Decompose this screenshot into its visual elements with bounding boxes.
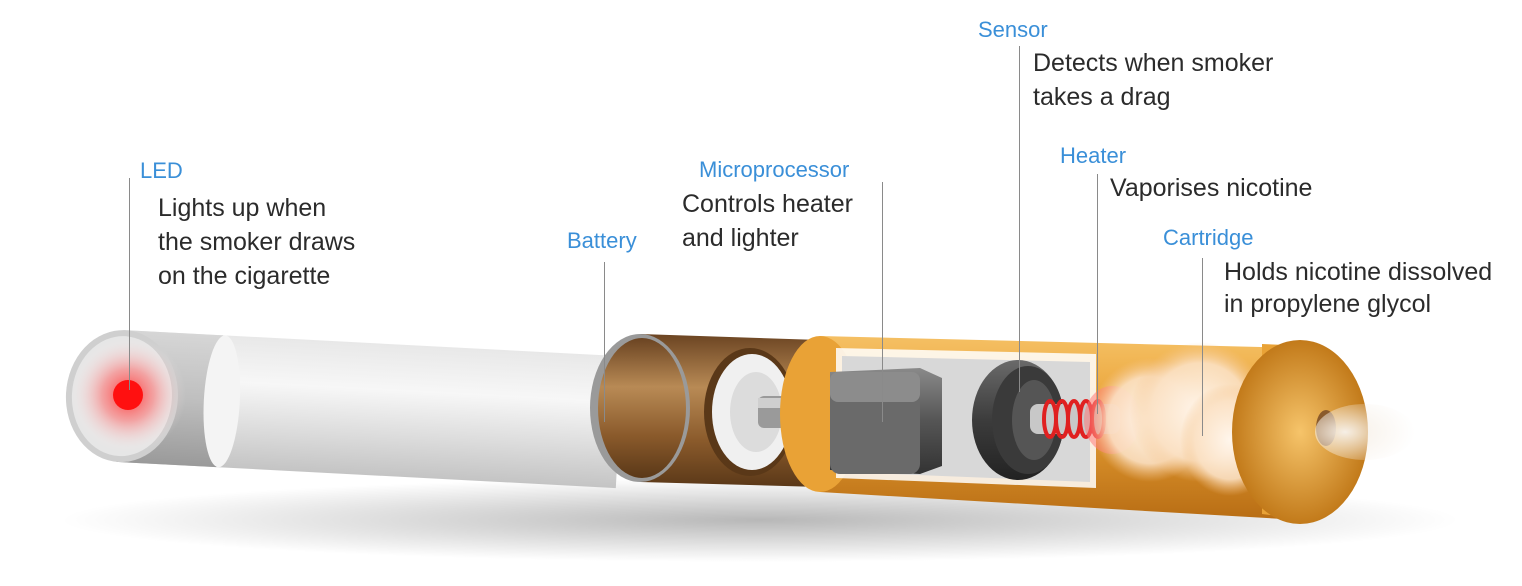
led-description-line: on the cigarette	[158, 262, 331, 290]
microprocessor-description-line: Controls heater	[682, 190, 853, 218]
heater-description: Vaporises nicotine	[1110, 171, 1312, 205]
microprocessor-description: Controls heater and lighter	[682, 187, 853, 255]
led-description-line: the smoker draws	[158, 228, 356, 256]
heater-leader-line	[1097, 174, 1098, 414]
led-light	[113, 380, 143, 410]
sensor-description-line: Detects when smoker	[1033, 49, 1274, 77]
battery-section	[590, 334, 838, 487]
microprocessor-label: Microprocessor	[699, 157, 850, 182]
sensor-disc	[972, 360, 1064, 480]
battery-leader-line	[604, 262, 605, 422]
mouthpiece-cap	[1232, 340, 1368, 524]
microprocessor-leader-line	[882, 182, 883, 422]
sensor-leader-line	[1019, 46, 1020, 392]
cartridge-description: Holds nicotine dissolved in propylene gl…	[1224, 256, 1492, 320]
sensor-description: Detects when smoker takes a drag	[1033, 46, 1273, 114]
cartridge-label: Cartridge	[1163, 225, 1254, 250]
heater-description-line: Vaporises nicotine	[1110, 174, 1313, 202]
cartridge-description-line: in propylene glycol	[1224, 290, 1432, 318]
battery-label: Battery	[567, 228, 637, 253]
exhaled-vapour	[1315, 404, 1415, 460]
led-description-line: Lights up when	[158, 194, 327, 222]
cartridge-description-line: Holds nicotine dissolved	[1224, 258, 1493, 286]
led-description: Lights up when the smoker draws on the c…	[158, 191, 355, 293]
cartridge-leader-line	[1202, 258, 1203, 436]
microprocessor-description-line: and lighter	[682, 224, 799, 252]
heater-label: Heater	[1060, 143, 1127, 168]
sensor-description-line: takes a drag	[1033, 83, 1171, 111]
microprocessor-chip	[830, 368, 942, 474]
led-leader-line	[129, 178, 130, 390]
sensor-label: Sensor	[978, 17, 1048, 42]
led-label: LED	[140, 158, 183, 183]
